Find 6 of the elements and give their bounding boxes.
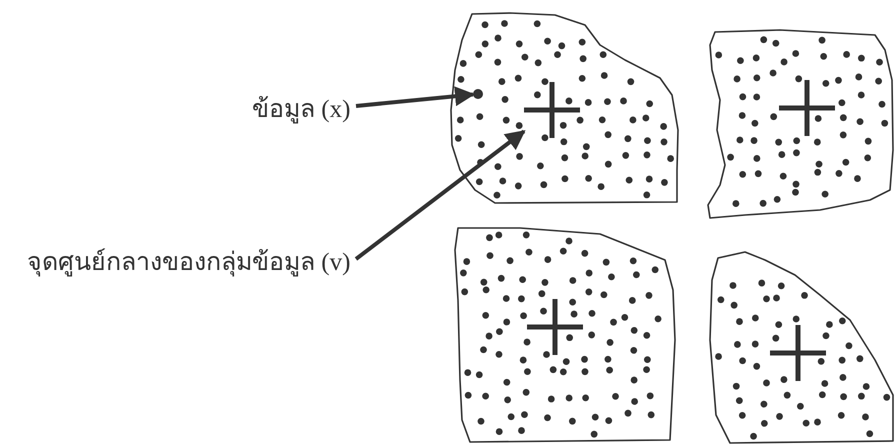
label-text: จุดศูนย์กลางของกลุ่มข้อมูล (v)	[27, 248, 350, 278]
centroid-cross	[524, 82, 580, 138]
data-point	[473, 89, 483, 99]
arrow	[354, 130, 526, 261]
label-text: ข้อมูล (x)	[252, 95, 350, 125]
arrow	[356, 86, 475, 108]
